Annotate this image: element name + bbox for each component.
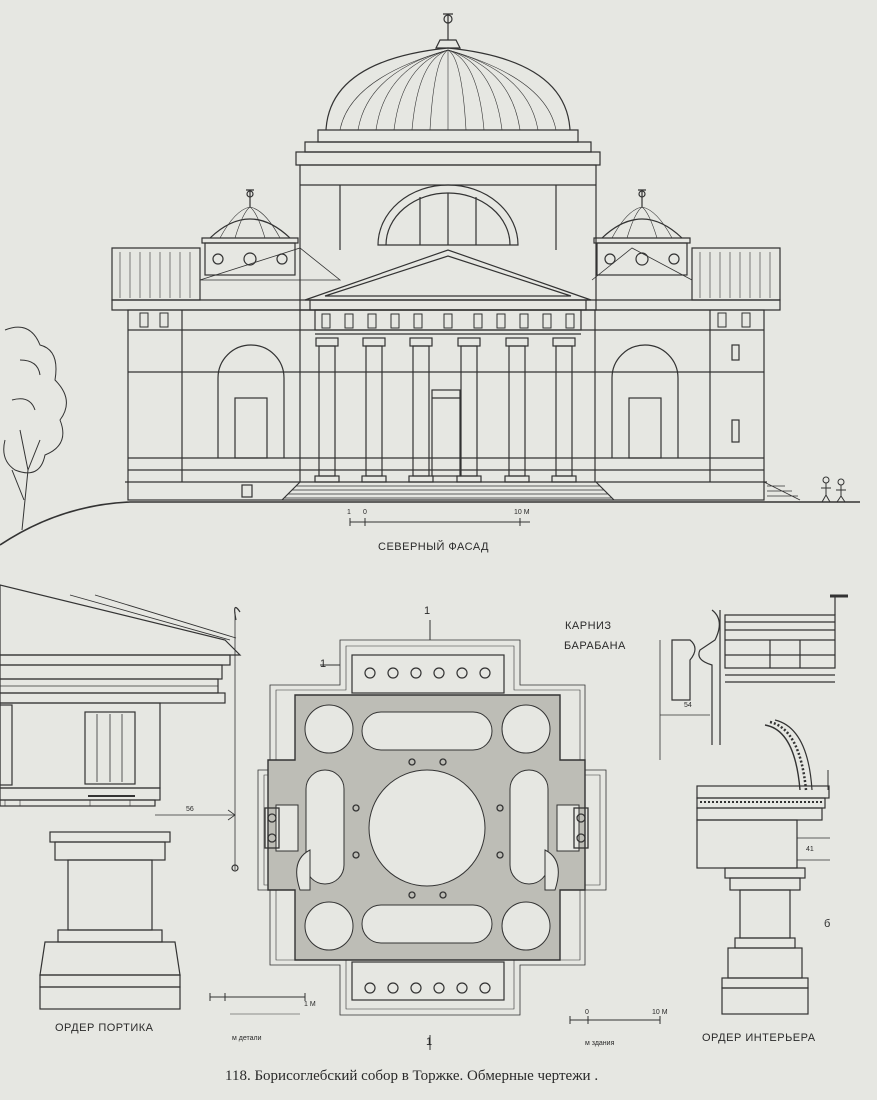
plan-section-bottom: 1	[426, 1036, 433, 1048]
right-small-dome	[593, 189, 691, 276]
detail-scale-end: 1 М	[304, 1001, 316, 1008]
cornice-dimension: 54	[684, 702, 692, 709]
portico-order-title: ОРДЕР ПОРТИКА	[55, 1022, 154, 1034]
portico-columns	[314, 337, 577, 483]
plan-scale-zero: 0	[585, 1009, 589, 1016]
tree-sketch	[3, 326, 67, 531]
north-facade-drawing	[0, 13, 860, 546]
portico-order-dimension: 56	[186, 806, 194, 813]
plan-section-top: 1	[424, 605, 431, 617]
plan-scale-end: 10 М	[652, 1009, 668, 1016]
portico-order-drawing	[0, 584, 306, 1015]
facade-scale-end: 10 М	[514, 509, 530, 516]
drum-cornice-drawing	[659, 594, 848, 791]
cornice-label-2: БАРАБАНА	[564, 640, 626, 652]
plan-section-left: 1	[320, 658, 327, 670]
interior-order-dimension: 41	[806, 846, 814, 853]
human-figures	[821, 476, 846, 503]
cornice-label-1: КАРНИЗ	[565, 620, 612, 632]
plan-scale-note: м здания	[585, 1040, 615, 1047]
figure-caption: 118. Борисоглебский собор в Торжке. Обме…	[225, 1068, 599, 1084]
detail-scale-note: м детали	[232, 1035, 262, 1042]
cathedral-floor-plan	[257, 620, 661, 1050]
facade-scale-start: 1	[347, 509, 351, 516]
facade-scale-zero: 0	[363, 509, 367, 516]
facade-title: СЕВЕРНЫЙ ФАСАД	[378, 541, 490, 553]
interior-order-mark: б	[824, 918, 831, 930]
interior-order-drawing	[696, 770, 830, 1015]
left-small-dome	[201, 189, 299, 276]
interior-order-title: ОРДЕР ИНТЕРЬЕРА	[702, 1032, 816, 1044]
